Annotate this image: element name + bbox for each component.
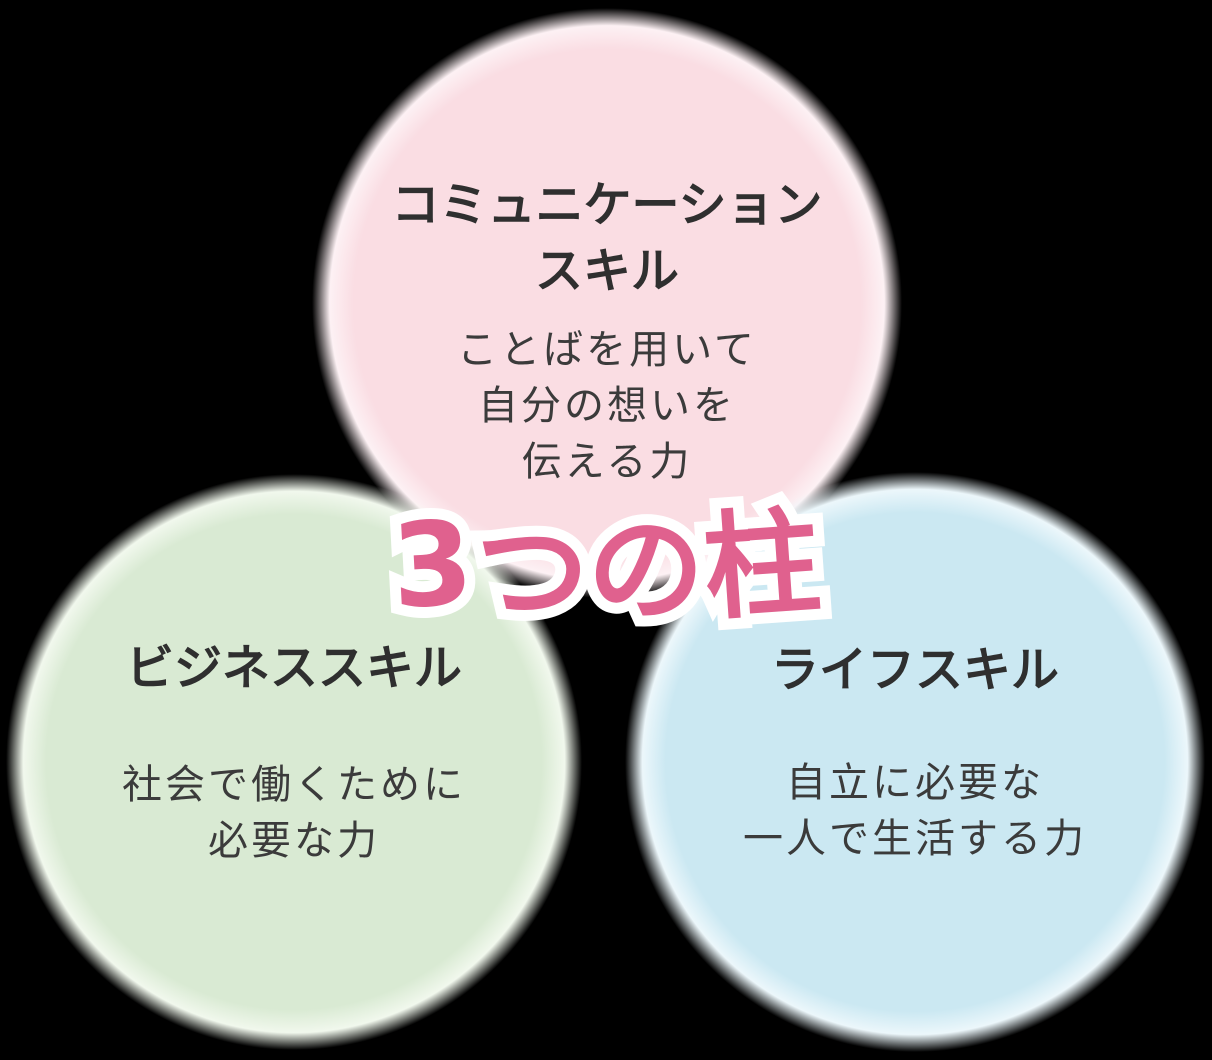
life-skill-desc-line2: 一人で生活する力 <box>743 816 1087 862</box>
communication-skill-desc-line1: ことばを用いて <box>457 327 757 373</box>
business-skill-title: ビジネススキル <box>6 635 582 701</box>
life-skill-desc-line1: 自立に必要な <box>786 760 1044 806</box>
communication-skill-title-line1: コミュニケーション <box>391 177 823 233</box>
life-skill-title: ライフスキル <box>625 637 1205 703</box>
business-skill-desc-line2: 必要な力 <box>208 818 380 864</box>
center-title-char: つ <box>462 496 600 649</box>
center-title: 3つの柱 <box>0 494 1212 649</box>
center-title-char: 3 <box>388 496 476 635</box>
communication-skill-description: ことばを用いて 自分の想いを 伝える力 <box>312 322 902 490</box>
center-title-char: の <box>580 496 714 646</box>
business-skill-desc-line1: 社会で働くために <box>122 762 466 808</box>
life-skill-title-line1: ライフスキル <box>770 642 1059 698</box>
life-skill-description: 自立に必要な 一人で生活する力 <box>625 755 1205 867</box>
communication-skill-title: コミュニケーション スキル <box>312 172 902 304</box>
business-skill-title-line1: ビジネススキル <box>125 640 462 696</box>
center-title-char: 柱 <box>700 494 825 637</box>
communication-skill-desc-line3: 伝える力 <box>521 439 693 485</box>
business-skill-description: 社会で働くために 必要な力 <box>6 757 582 869</box>
communication-skill-title-line2: スキル <box>534 243 679 299</box>
communication-skill-desc-line2: 自分の想いを <box>478 383 736 429</box>
